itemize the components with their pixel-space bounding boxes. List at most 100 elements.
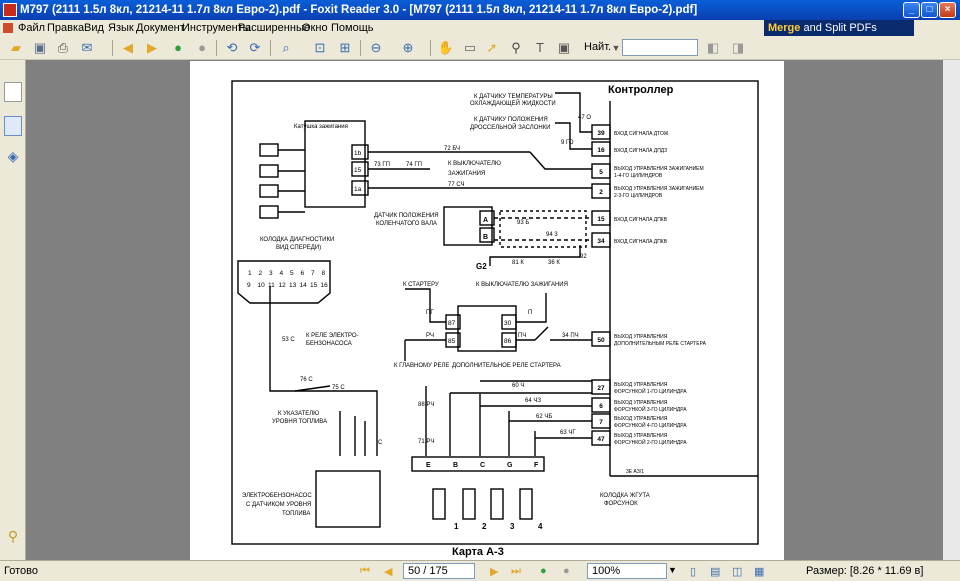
back-view-icon[interactable]: ● <box>563 565 570 577</box>
forward-view-icon[interactable]: ● <box>540 565 547 577</box>
snapshot-icon[interactable]: ▣ <box>557 40 571 55</box>
rotate-left-icon[interactable]: ⟲ <box>226 40 238 55</box>
app-icon <box>3 3 17 17</box>
print-icon[interactable]: ⎙ <box>57 40 69 55</box>
relay-pin: 87 <box>448 320 456 327</box>
menu-advanced[interactable]: Расширенные <box>238 22 310 34</box>
pin-label: ВЫХОД УПРАВЛЕНИЯ <box>614 416 668 422</box>
menu-window[interactable]: Окно <box>302 22 328 34</box>
menu-view[interactable]: Вид <box>84 22 104 34</box>
controller-label: Контроллер <box>608 84 674 96</box>
diag-pin: 10 <box>258 282 266 289</box>
menu-document[interactable]: Документ <box>136 22 185 34</box>
close-button[interactable]: × <box>939 2 956 18</box>
save-icon[interactable]: ▣ <box>33 40 47 55</box>
wiring-diagram: Контроллер К ДАТЧИКУ ТЕМПЕРАТУРЫ ОХЛАЖДА… <box>231 80 759 558</box>
text-tool-icon[interactable]: T <box>536 40 544 55</box>
pin-label-secondary: ДОПОЛНИТЕЛЬНЫМ РЕЛЕ СТАРТЕРА <box>614 341 707 347</box>
search-prev-icon[interactable]: ◧ <box>706 40 720 55</box>
wire-63chg: 63 ЧГ <box>560 430 576 436</box>
search-dropdown-icon[interactable]: ▼ <box>611 43 621 53</box>
email-icon[interactable]: ✉ <box>81 40 93 55</box>
pin-label: ВХОД СИГНАЛА ДПКВ <box>614 217 668 223</box>
crank-pin: A <box>483 217 488 224</box>
layers-icon[interactable]: ◈ <box>7 148 19 164</box>
open-icon[interactable]: ▰ <box>11 40 21 55</box>
search-next-icon[interactable]: ◨ <box>731 40 745 55</box>
document-view[interactable]: Контроллер К ДАТЧИКУ ТЕМПЕРАТУРЫ ОХЛАЖДА… <box>26 60 960 560</box>
ign-switch-label-1: К ВЫКЛЮЧАТЕЛЮ <box>448 161 501 167</box>
go-forward-icon[interactable]: ● <box>174 40 182 55</box>
menu-file[interactable]: Файл <box>18 22 46 34</box>
go-back-icon[interactable]: ● <box>198 40 206 55</box>
ign-switch-label-2: ЗАЖИГАНИЯ <box>448 171 485 177</box>
navigation-panel: ◈ ⚲ <box>0 60 26 560</box>
prev-page-icon[interactable]: ◀ <box>384 566 393 578</box>
diag-pin: 13 <box>289 282 297 289</box>
diag-pin: 6 <box>301 270 305 277</box>
facing-icon[interactable]: ◫ <box>732 566 743 578</box>
zoom-input[interactable] <box>587 563 667 579</box>
page-number-input[interactable] <box>403 563 475 579</box>
doc-icon <box>3 23 13 33</box>
diag-pin: 11 <box>268 282 275 289</box>
temp-sensor-label-2: ОХЛАЖДАЮЩЕЙ ЖИДКОСТИ <box>470 99 556 107</box>
last-page-icon[interactable]: ⏭ <box>511 565 521 577</box>
maximize-button[interactable]: □ <box>921 2 938 18</box>
injector-pin: C <box>480 462 485 469</box>
menu-help[interactable]: Помощь <box>331 22 374 34</box>
wire-943: 94 3 <box>546 232 558 238</box>
next-icon[interactable]: ▶ <box>147 40 157 55</box>
pin-number: 27 <box>597 385 605 392</box>
pump-label-1: ЭЛЕКТРОБЕНЗОНАСОС <box>242 493 312 499</box>
pages-icon[interactable] <box>4 116 22 136</box>
fit-page-icon[interactable]: ⊡ <box>314 40 326 55</box>
diag-pin: 1 <box>248 270 252 277</box>
prev-icon[interactable]: ◀ <box>123 40 133 55</box>
minimize-button[interactable]: _ <box>903 2 920 18</box>
pin-label: ВЫХОД УПРАВЛЕНИЯ <box>614 433 668 439</box>
text-select-icon[interactable]: ▭ <box>463 40 477 55</box>
attachments-icon[interactable]: ⚲ <box>7 528 19 544</box>
hand-tool-icon[interactable]: ✋ <box>437 40 455 55</box>
injector-pin: B <box>453 462 458 469</box>
binoculars-icon[interactable]: ⚲ <box>511 40 521 55</box>
diag-pin: 4 <box>280 270 284 277</box>
zoom-in-icon[interactable]: ⊕ <box>402 40 414 55</box>
search-input[interactable] <box>622 39 698 56</box>
fit-width-icon[interactable]: ⊞ <box>339 40 351 55</box>
wire-c: С <box>378 440 383 446</box>
pin-number: 39 <box>597 130 605 137</box>
wire-rch: РЧ <box>426 333 434 339</box>
cylinder-number: 4 <box>538 522 543 531</box>
zoom-out-icon[interactable]: ⊖ <box>370 40 382 55</box>
next-page-icon[interactable]: ▶ <box>490 566 499 578</box>
select-arrow-icon[interactable]: ➚ <box>486 40 498 55</box>
menu-tools[interactable]: Инструменты <box>182 22 251 34</box>
toolbar: ▰ ▣ ⎙ ✉ ◀ ▶ ● ● ⟲ ⟳ ⌕ ⊡ ⊞ ⊖ ⊕ ✋ ▭ ➚ ⚲ T … <box>0 36 960 60</box>
throttle-label-2: ДРОССЕЛЬНОЙ ЗАСЛОНКИ <box>470 123 551 131</box>
injector-block-label-2: ФОРСУНОК <box>604 501 638 507</box>
continuous-icon[interactable]: ▤ <box>710 566 721 578</box>
wire-36k: 36 К <box>548 260 560 266</box>
zoom-icon[interactable]: ⌕ <box>282 40 290 55</box>
single-page-icon[interactable]: ▯ <box>690 566 697 578</box>
pin-number: 16 <box>597 147 605 154</box>
bookmarks-icon[interactable] <box>4 82 22 102</box>
menu-language[interactable]: Язык <box>108 22 134 34</box>
search-label: Найт. <box>584 41 612 53</box>
relay-pin: 30 <box>504 320 512 327</box>
diag-pin: 9 <box>247 282 251 289</box>
diag-pin: 5 <box>290 270 294 277</box>
continuous-facing-icon[interactable]: ▦ <box>754 566 765 578</box>
pin-number: 15 <box>597 216 605 223</box>
pin-label: ВЫХОД УПРАВЛЕНИЯ ЗАЖИГАНИЕМ <box>614 186 704 192</box>
pin-label-secondary: ФОРСУНКОЙ 2-ГО ЦИЛИНДРА <box>614 438 687 446</box>
zoom-dropdown-icon[interactable]: ▼ <box>668 565 677 575</box>
merge-split-banner[interactable]: Merge and Split PDFs <box>764 20 914 36</box>
title-bar: M797 (2111 1.5л 8кл, 21214-11 1.7л 8кл Е… <box>0 0 960 20</box>
crank-pin: B <box>483 234 488 241</box>
menu-edit[interactable]: Правка <box>47 22 85 34</box>
first-page-icon[interactable]: ⏮ <box>360 565 370 577</box>
rotate-right-icon[interactable]: ⟳ <box>249 40 261 55</box>
